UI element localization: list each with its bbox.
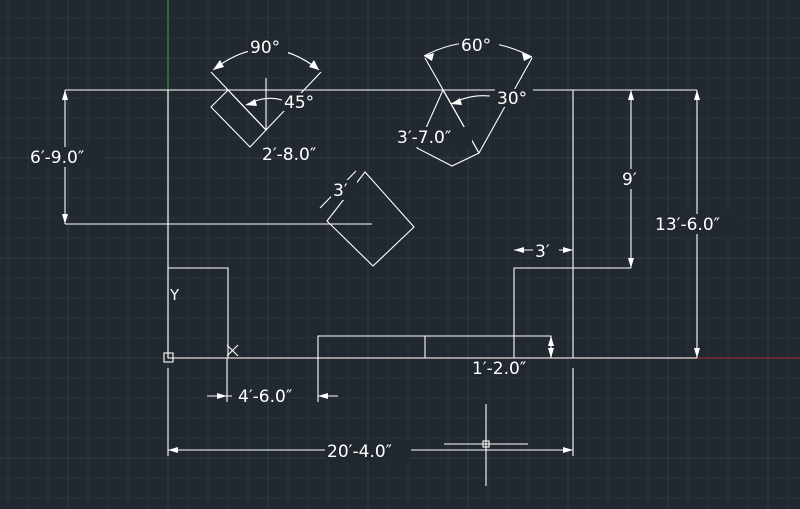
angle-label-60: 60° bbox=[461, 36, 491, 56]
dimension-text: 90° 45° 60° 30° 6′-9.0″ 2′-8.0″ 3′-7.0″ … bbox=[29, 36, 742, 462]
dim-bottom-offset: 4′-6.0″ bbox=[238, 387, 292, 407]
left-swing-edge-a[interactable] bbox=[210, 71, 267, 131]
angle-label-30: 30° bbox=[497, 89, 527, 109]
dim-overall-width: 20′-4.0″ bbox=[327, 442, 392, 462]
dim-right-total-height: 13′-6.0″ bbox=[655, 215, 720, 235]
dimension-arrows bbox=[62, 53, 700, 453]
crosshair-pickbox bbox=[482, 440, 490, 448]
ucs-origin-marker bbox=[163, 352, 174, 363]
ucs-icon-frame bbox=[168, 267, 229, 358]
dim-left-height: 6′-9.0″ bbox=[30, 148, 84, 168]
angle-label-90: 90° bbox=[250, 38, 280, 58]
angle-label-45: 45° bbox=[284, 93, 314, 113]
counter-outline[interactable] bbox=[317, 335, 552, 358]
dim-mid-box: 3′ bbox=[333, 181, 348, 201]
dim-hinge-left: 2′-8.0″ bbox=[262, 145, 316, 165]
dim-bar-height: 1′-2.0″ bbox=[472, 359, 526, 379]
dim-right-inner-height: 9′ bbox=[622, 170, 637, 190]
notch-outline[interactable] bbox=[513, 267, 631, 358]
ucs-y-label: Y bbox=[169, 286, 180, 304]
ucs-x-mark-b bbox=[226, 344, 239, 357]
dim-notch-width: 3′ bbox=[535, 242, 550, 262]
dim-hinge-right: 3′-7.0″ bbox=[397, 128, 451, 148]
